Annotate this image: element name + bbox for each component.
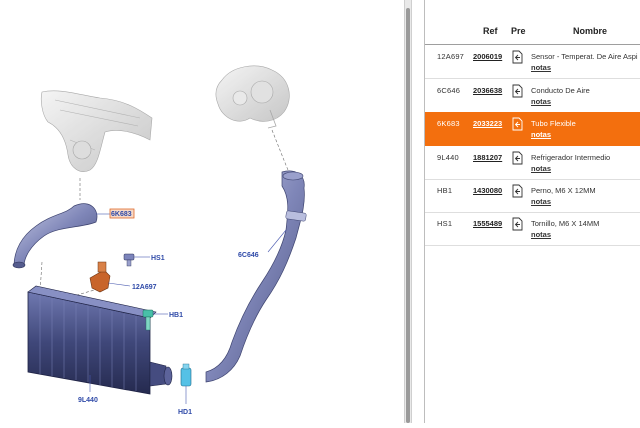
part-name: Sensor - Temperat. De Aire Aspi — [531, 52, 638, 61]
callout-highlight-6k683 — [109, 208, 135, 219]
callout-12a697[interactable]: 12A697 — [132, 284, 157, 291]
part-name: Perno, M6 X 12MM — [531, 186, 596, 195]
notes-link[interactable]: notas — [531, 197, 552, 206]
clamp-hd1 — [180, 363, 192, 387]
column-header-pre[interactable]: Pre — [511, 26, 526, 36]
part-name: Conducto De Aire — [531, 86, 590, 95]
exploded-view-illustration: 6K683 HS1 12A697 HB1 9L440 HD1 6C646 — [12, 65, 307, 416]
part-number-link[interactable]: 2006019 — [473, 52, 503, 61]
callout-6k683[interactable]: 6K683 — [111, 211, 132, 218]
price-doc-icon[interactable] — [511, 117, 523, 131]
row-ref: HS1 — [437, 219, 453, 228]
notes-link[interactable]: notas — [531, 130, 552, 139]
notes-link[interactable]: notas — [531, 97, 552, 106]
air-duct-6c646 — [205, 170, 305, 383]
vertical-scrollbar-thumb[interactable] — [406, 8, 410, 423]
table-row[interactable]: 12A697 2006019 Sensor - Temperat. De Air… — [425, 45, 640, 79]
part-number-link[interactable]: 2033223 — [473, 119, 503, 128]
exhaust-manifold-ghost — [40, 90, 153, 172]
bolt-hb1 — [142, 309, 154, 331]
price-doc-icon[interactable] — [511, 217, 523, 231]
callout-hb1[interactable]: HB1 — [169, 312, 183, 319]
table-row[interactable]: 9L440 1881207 Refrigerador Intermedio no… — [425, 146, 640, 180]
notes-link[interactable]: notas — [531, 164, 552, 173]
row-ref: 6C646 — [437, 86, 461, 95]
panel-gap — [412, 0, 424, 423]
table-row[interactable]: HS1 1555489 Tornillo, M6 X 14MM notas — [425, 212, 640, 246]
notes-link[interactable]: notas — [531, 63, 552, 72]
intercooler-9l440 — [27, 285, 173, 395]
price-doc-icon[interactable] — [511, 151, 523, 165]
column-header-name[interactable]: Nombre — [573, 26, 608, 36]
table-header: Ref Pre Nombre — [425, 0, 640, 45]
callout-6c646[interactable]: 6C646 — [238, 252, 259, 259]
row-ref: HB1 — [437, 186, 453, 195]
part-name: Refrigerador Intermedio — [531, 153, 611, 162]
turbocharger-ghost — [215, 65, 290, 129]
hose-6k683 — [13, 203, 98, 267]
part-number-link[interactable]: 1555489 — [473, 219, 503, 228]
price-doc-icon[interactable] — [511, 50, 523, 64]
table-row[interactable]: 6C646 2036638 Conducto De Aire notas — [425, 79, 640, 113]
part-number-link[interactable]: 1881207 — [473, 153, 503, 162]
price-doc-icon[interactable] — [511, 184, 523, 198]
part-number-link[interactable]: 1430080 — [473, 186, 503, 195]
table-row-selected[interactable]: 6K683 2033223 Tubo Flexible notas — [425, 112, 640, 146]
row-ref: 12A697 — [437, 52, 465, 61]
part-name: Tornillo, M6 X 14MM — [531, 219, 600, 228]
price-doc-icon[interactable] — [511, 84, 523, 98]
screw-hs1 — [123, 253, 135, 267]
temperature-sensor-12a697 — [89, 261, 111, 293]
notes-link[interactable]: notas — [531, 230, 552, 239]
callout-hs1[interactable]: HS1 — [151, 255, 165, 262]
table-row[interactable]: HB1 1430080 Perno, M6 X 12MM notas — [425, 179, 640, 213]
row-ref: 6K683 — [437, 119, 460, 128]
parts-diagram: 6K683 HS1 12A697 HB1 9L440 HD1 6C646 — [12, 65, 307, 416]
parts-list-panel: Ref Pre Nombre 12A697 2006019 Sensor - T… — [424, 0, 640, 423]
panel-splitter[interactable] — [404, 0, 412, 423]
part-number-link[interactable]: 2036638 — [473, 86, 503, 95]
row-ref: 9L440 — [437, 153, 459, 162]
callout-9l440[interactable]: 9L440 — [78, 397, 98, 404]
column-header-ref[interactable]: Ref — [483, 26, 498, 36]
part-name: Tubo Flexible — [531, 119, 576, 128]
callout-hd1[interactable]: HD1 — [178, 409, 192, 416]
